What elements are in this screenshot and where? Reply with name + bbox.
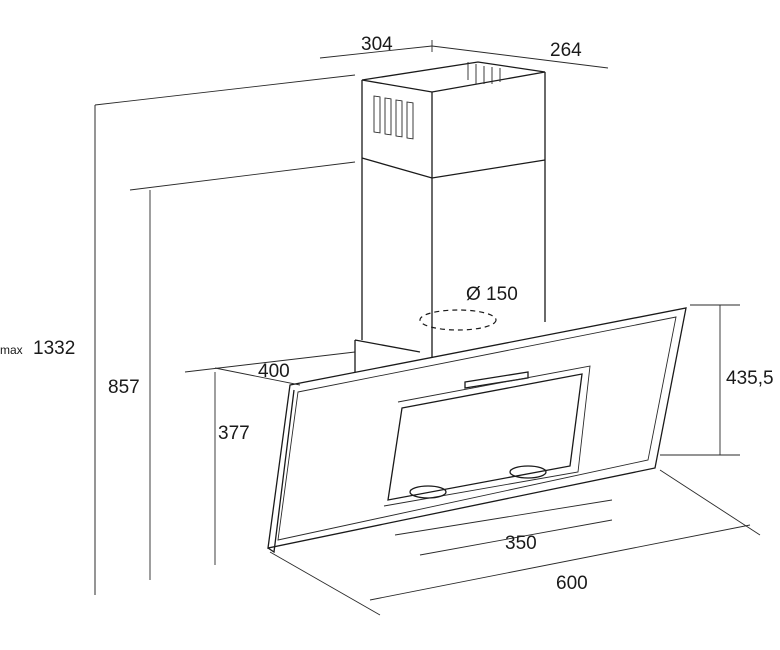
dimension-lines xyxy=(94,40,761,616)
chimney-upper xyxy=(361,61,546,178)
hood-front-height-label: 377 xyxy=(218,423,250,444)
chimney-width-label: 304 xyxy=(361,34,393,55)
total-width-label: 600 xyxy=(556,573,588,594)
hood-panel xyxy=(267,307,687,554)
max-height-label: 1332 xyxy=(33,338,75,359)
max-height-prefix: max xyxy=(0,343,23,357)
min-height-label: 857 xyxy=(108,377,140,398)
panel-width-label: 350 xyxy=(505,533,537,554)
chimney-lower xyxy=(354,157,546,372)
duct-opening xyxy=(419,309,497,331)
chimney-depth-label: 264 xyxy=(550,40,582,61)
hood-depth-label: 400 xyxy=(258,361,290,382)
hood-side-height-label: 435,5 xyxy=(726,368,774,389)
duct-diameter-label: Ø 150 xyxy=(466,284,518,305)
wall-outline xyxy=(94,74,356,595)
